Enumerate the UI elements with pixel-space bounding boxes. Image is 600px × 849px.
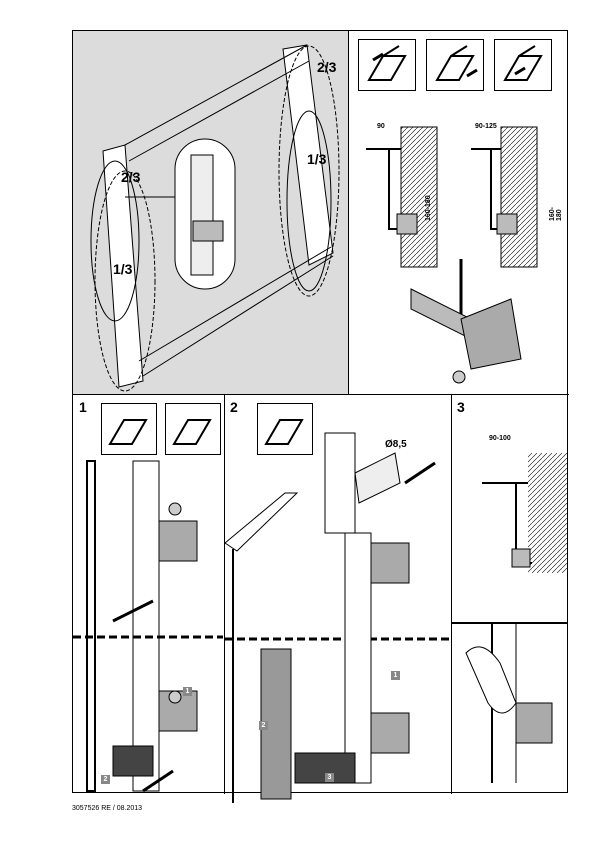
window-sash-icon [367,45,407,81]
clearance-horizontal-right: 90-125 [475,123,497,130]
step1-sash-icon-a [101,403,157,455]
part-tag: 1 [183,687,192,696]
clearance-vertical-right: 160-180 [549,206,563,221]
window-sash-icon [172,419,212,445]
frame-perspective-drawing [90,44,340,392]
step1-sash-icon-b [165,403,221,455]
part-tag: 2 [101,775,110,784]
clearance-diagrams [366,126,538,268]
step3-dimension-label: 90-100 [489,435,511,442]
fraction-label-top-right: 2/3 [317,59,337,75]
document-code: 3057526 RE / 08.2013 [72,805,143,812]
sash-icon-2 [426,39,484,91]
step1-assembly-drawing [73,460,223,793]
step2-number: 2 [230,399,238,415]
part-tag: 2 [259,721,268,730]
window-sash-icon [503,45,543,81]
step3-number: 3 [457,399,465,415]
part-tag: 3 [325,773,334,782]
bracket-exploded-view [410,259,522,384]
sash-icon-3 [494,39,552,91]
window-sash-icon [108,419,148,445]
sash-icon-1 [358,39,416,91]
fraction-label-top-left: 2/3 [121,169,141,185]
step3-panel [451,394,569,794]
fraction-label-bottom-left: 1/3 [113,261,133,277]
clearance-horizontal-left: 90 [377,123,385,130]
step3-adjustment-drawing [452,453,568,783]
overview-panel: 2/3 1/3 2/3 1/3 [73,31,349,395]
window-sash-icon [264,419,304,445]
fraction-label-bottom-right: 1/3 [307,151,327,167]
part-tag: 1 [391,671,400,680]
clearance-vertical-left: 160-180 [425,195,432,221]
instruction-sheet: 2/3 1/3 2/3 1/3 90 90-125 160-180 160-18… [72,30,569,803]
step2-assembly-drawing [224,432,451,803]
window-sash-icon [435,45,478,81]
step2-sash-icon [257,403,313,455]
drill-diameter-label: Ø8,5 [385,439,407,450]
step1-number: 1 [79,399,87,415]
